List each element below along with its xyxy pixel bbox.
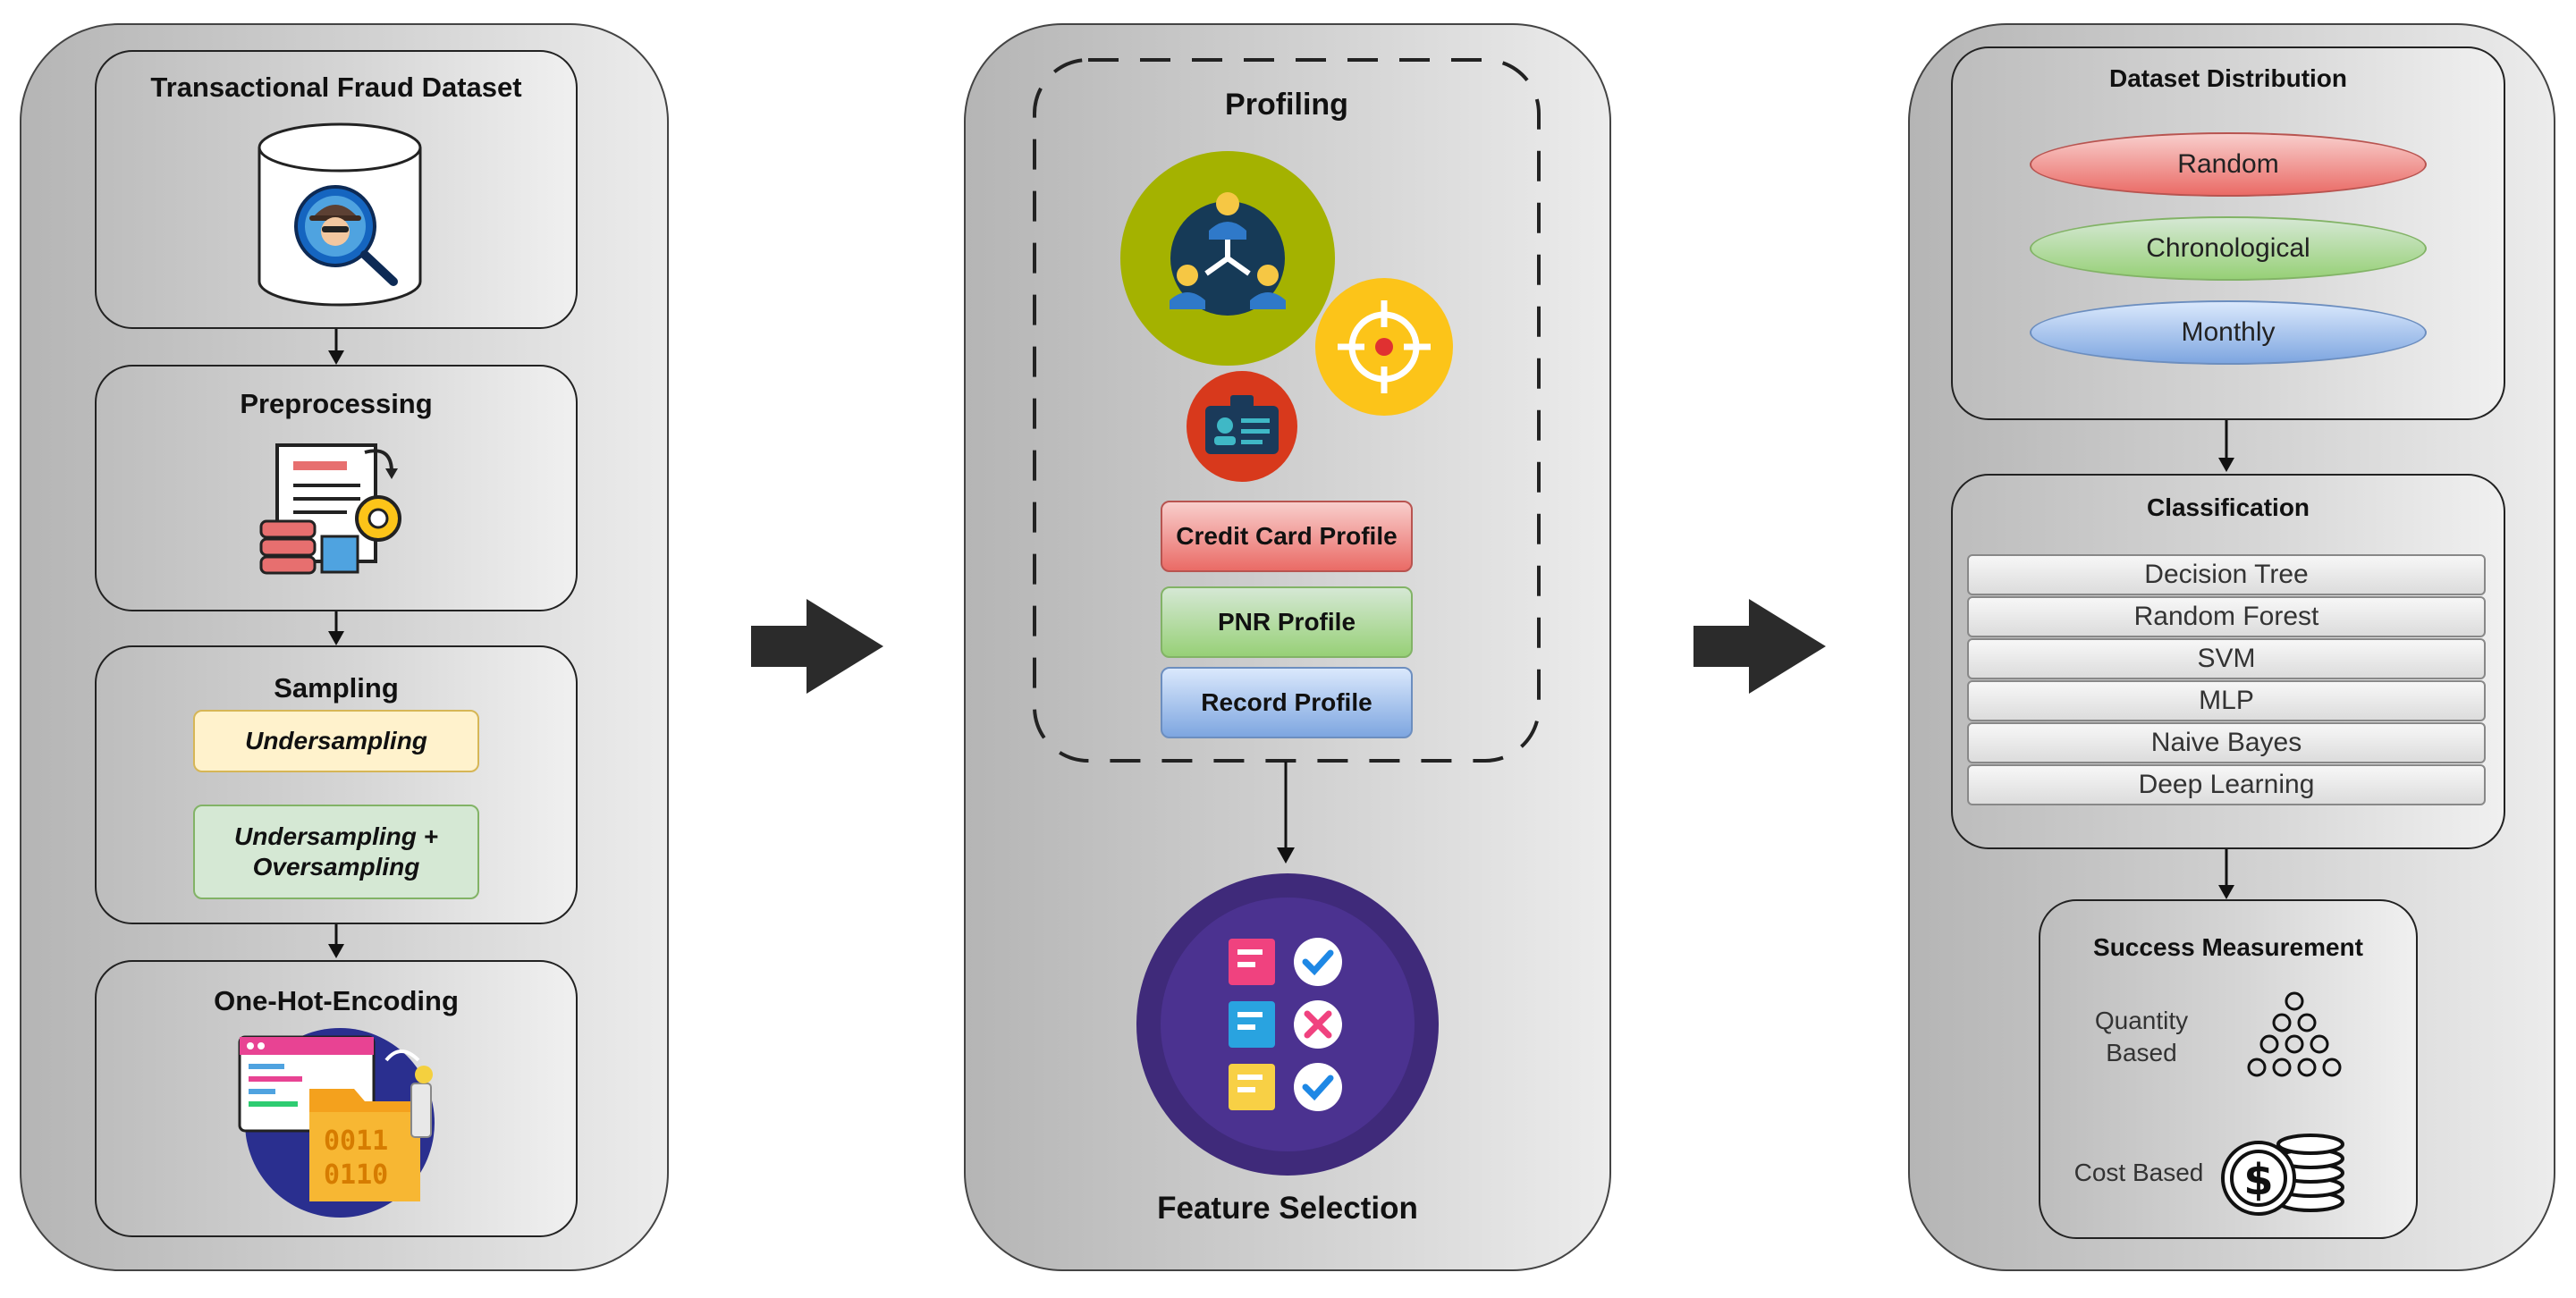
classifier-label: MLP bbox=[2199, 686, 2254, 715]
undersampling-oversampling-option: Undersampling + Oversampling bbox=[193, 805, 479, 899]
undersampling-label: Undersampling bbox=[245, 727, 427, 754]
classifier-decision-tree: Decision Tree bbox=[1967, 554, 2486, 595]
dataset-distribution-title: Dataset Distribution bbox=[2108, 64, 2348, 92]
flow-arrow bbox=[328, 611, 344, 645]
classifier-label: Deep Learning bbox=[2138, 770, 2315, 799]
flow-arrow bbox=[328, 329, 344, 365]
quantity-line2: Based bbox=[2106, 1039, 2177, 1066]
svg-text:0011: 0011 bbox=[324, 1125, 388, 1157]
classifier-label: Random Forest bbox=[2133, 602, 2319, 631]
success-measurement-title: Success Measurement bbox=[2093, 933, 2363, 961]
preprocessing-icon bbox=[259, 443, 401, 575]
flow-arrow bbox=[2218, 420, 2234, 472]
fraud-database-icon bbox=[258, 122, 422, 307]
classifier-label: SVM bbox=[2197, 644, 2256, 673]
credit-card-profile: Credit Card Profile bbox=[1161, 501, 1413, 572]
team-network-icon bbox=[1120, 151, 1335, 366]
one-hot-encoding-title: One-Hot-Encoding bbox=[214, 985, 459, 1016]
distribution-monthly: Monthly bbox=[2030, 300, 2427, 365]
right-arrow-icon bbox=[751, 599, 883, 694]
undersampling-over-line2: Oversampling bbox=[252, 853, 420, 881]
quantity-line1: Quantity bbox=[2094, 1007, 2189, 1034]
distribution-monthly-label: Monthly bbox=[2181, 317, 2276, 347]
distribution-chronological: Chronological bbox=[2030, 216, 2427, 281]
flow-arrow bbox=[1277, 762, 1295, 864]
undersampling-over-line1: Undersampling + bbox=[234, 822, 438, 850]
pnr-profile: PNR Profile bbox=[1161, 586, 1413, 658]
preprocessing-title: Preprocessing bbox=[240, 388, 433, 419]
classifier-random-forest: Random Forest bbox=[1967, 596, 2486, 637]
record-profile-label: Record Profile bbox=[1201, 688, 1372, 716]
target-icon bbox=[1315, 278, 1453, 416]
distribution-chronological-label: Chronological bbox=[2146, 233, 2310, 263]
record-profile: Record Profile bbox=[1161, 667, 1413, 738]
dataset-title: Transactional Fraud Dataset bbox=[150, 72, 522, 103]
classifier-deep-learning: Deep Learning bbox=[1967, 764, 2486, 805]
cost-based-label: Cost Based bbox=[2073, 1159, 2204, 1186]
distribution-random-label: Random bbox=[2177, 149, 2279, 179]
classifier-naive-bayes: Naive Bayes bbox=[1967, 722, 2486, 763]
classifier-svm: SVM bbox=[1967, 638, 2486, 679]
classifier-mlp: MLP bbox=[1967, 680, 2486, 721]
undersampling-option: Undersampling bbox=[193, 710, 479, 772]
id-card-icon bbox=[1187, 371, 1297, 482]
flow-arrow bbox=[2218, 849, 2234, 899]
one-hot-encoding-icon: 0011 0110 bbox=[238, 1028, 435, 1218]
right-arrow-icon bbox=[1693, 599, 1826, 694]
distribution-random: Random bbox=[2030, 132, 2427, 197]
svg-text:0110: 0110 bbox=[324, 1159, 388, 1191]
profiling-title: Profiling bbox=[1225, 88, 1348, 122]
credit-card-profile-label: Credit Card Profile bbox=[1176, 522, 1398, 550]
checklist-icon bbox=[1136, 873, 1439, 1176]
pnr-profile-label: PNR Profile bbox=[1217, 608, 1356, 636]
feature-selection-title: Feature Selection bbox=[1157, 1191, 1418, 1226]
quantity-based-label: Quantity Based bbox=[2065, 1005, 2217, 1069]
triangle-dots-icon bbox=[2247, 991, 2342, 1077]
sampling-title: Sampling bbox=[274, 672, 399, 704]
coins-dollar-icon: $ bbox=[2221, 1134, 2344, 1216]
classifier-label: Decision Tree bbox=[2144, 560, 2309, 589]
svg-text:$: $ bbox=[2243, 1155, 2273, 1205]
classification-title: Classification bbox=[2146, 493, 2310, 521]
classifier-label: Naive Bayes bbox=[2150, 728, 2302, 757]
profiling-region bbox=[1033, 58, 1541, 763]
flow-arrow bbox=[328, 924, 344, 958]
